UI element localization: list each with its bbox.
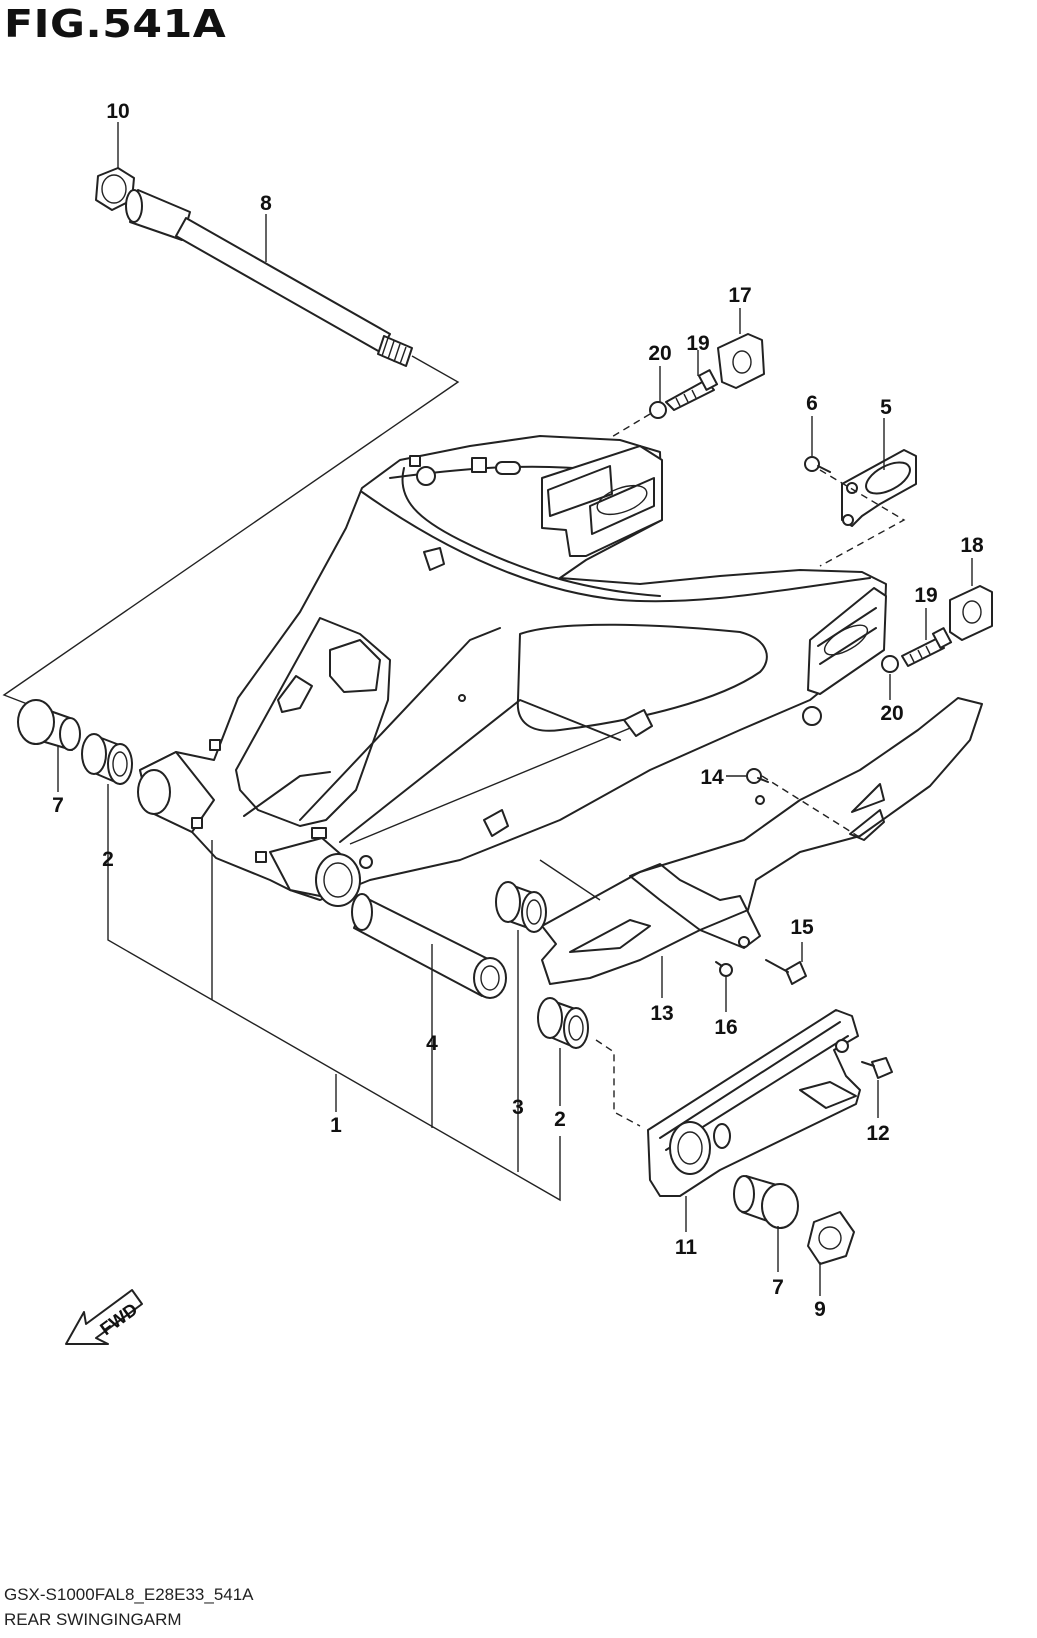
callout-2-left: 2 <box>102 848 114 871</box>
chain-guide-plate-5 <box>841 449 917 527</box>
callout-7-right: 7 <box>772 1276 784 1299</box>
callout-13: 13 <box>650 1002 673 1025</box>
chain-guide-11 <box>647 1009 861 1197</box>
callout-1: 1 <box>330 1114 342 1137</box>
figure-code: GSX-S1000FAL8_E28E33_541A <box>4 1585 254 1604</box>
collar-7-right <box>733 1175 799 1229</box>
bolt-14 <box>746 768 769 784</box>
callout-20-right: 20 <box>880 702 903 725</box>
callout-10: 10 <box>106 100 129 123</box>
washer-20a <box>649 401 667 419</box>
callout-15: 15 <box>790 916 814 939</box>
adjuster-bolt-19b <box>901 627 953 667</box>
callout-19-top: 19 <box>686 332 709 355</box>
adjuster-bracket-right <box>807 587 887 695</box>
fwd-arrow-icon: FWD <box>65 1289 143 1345</box>
callout-3: 3 <box>512 1096 524 1119</box>
callout-20-top: 20 <box>648 342 671 365</box>
chain-case-13 <box>541 697 983 985</box>
callout-labels: 10 8 17 20 19 6 5 18 19 20 14 7 2 15 13 … <box>52 100 984 1321</box>
shaft-leader-line <box>2 355 460 706</box>
screw-6 <box>804 456 831 473</box>
adjuster-bolt-19a <box>665 369 719 411</box>
bearing-2-right <box>537 997 589 1049</box>
callout-14: 14 <box>700 766 724 789</box>
callout-12: 12 <box>866 1122 889 1145</box>
callout-16: 16 <box>714 1016 737 1039</box>
nut-9 <box>807 1211 855 1265</box>
bearing-3 <box>495 881 547 933</box>
callout-5: 5 <box>880 396 892 419</box>
callout-8: 8 <box>260 192 272 215</box>
assembly-dashed-lines <box>539 413 906 1127</box>
bearing-2-left <box>81 733 133 785</box>
adjuster-bracket-left <box>541 445 663 557</box>
pivot-shaft-part <box>95 167 413 367</box>
callout-11: 11 <box>675 1236 698 1259</box>
washer-20b <box>881 655 899 673</box>
callout-19-right: 19 <box>914 584 937 607</box>
bolt-15 <box>765 959 807 985</box>
callout-17: 17 <box>728 284 751 307</box>
bolt-12 <box>861 1057 893 1079</box>
callout-6: 6 <box>806 392 818 415</box>
bolt-16 <box>715 961 733 977</box>
adjuster-block-18 <box>949 585 993 641</box>
callout-9: 9 <box>814 1298 826 1321</box>
spacer-4 <box>351 893 507 999</box>
swingarm-body-part <box>137 435 887 907</box>
leader-lines <box>57 122 973 1296</box>
callout-18: 18 <box>960 534 984 557</box>
adjuster-block-17 <box>717 333 765 389</box>
callout-4: 4 <box>426 1032 438 1055</box>
callout-7-left: 7 <box>52 794 64 817</box>
callout-2-right: 2 <box>554 1108 566 1131</box>
collar-7-left <box>17 699 81 751</box>
figure-title: FIG.541A <box>4 2 227 46</box>
figure-name: REAR SWINGINGARM <box>4 1610 182 1629</box>
